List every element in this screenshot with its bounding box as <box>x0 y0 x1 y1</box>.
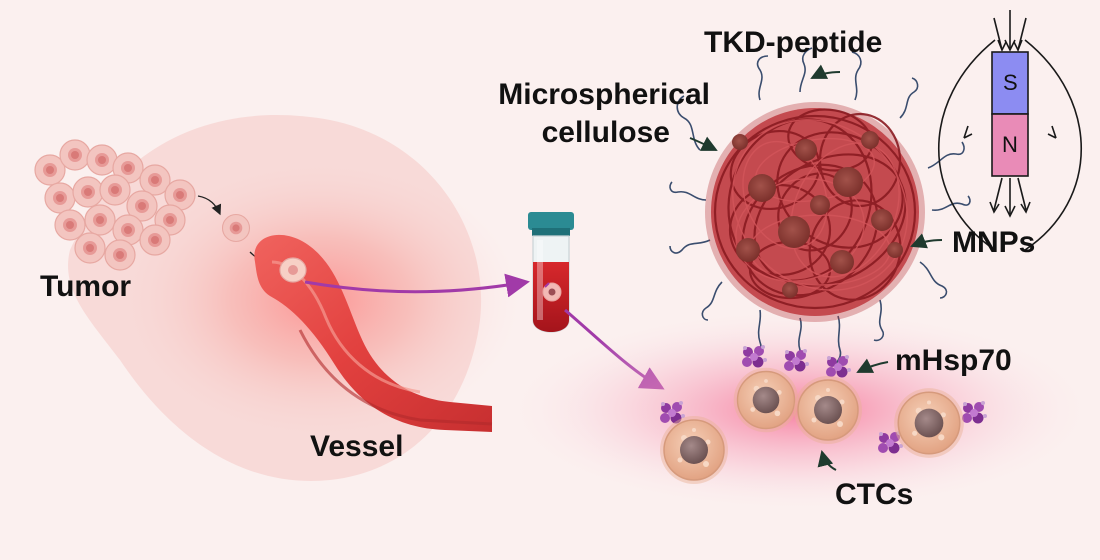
blood-sample-tube <box>528 212 574 333</box>
microspherical-cellulose-ball <box>669 47 971 365</box>
magnet <box>938 10 1082 251</box>
label-mnps: MNPs <box>952 226 1036 259</box>
label-microspherical-line1: Microspherical <box>498 78 710 111</box>
magnet-south-pole <box>991 51 1029 115</box>
label-microspherical-cellulose: Microspherical cellulose <box>420 76 710 151</box>
label-ctcs: CTCs <box>835 478 914 511</box>
magnet-south-label: S <box>1003 70 1018 95</box>
label-tkd-peptide: TKD-peptide <box>704 26 883 59</box>
label-tumor: Tumor <box>40 270 132 303</box>
arrow-vessel-to-tube <box>304 273 530 298</box>
label-microspherical-line2: cellulose <box>541 115 670 149</box>
label-mhsp70: mHsp70 <box>895 344 1012 377</box>
magnet-north-label: N <box>1002 132 1018 157</box>
mnp-particles <box>732 131 903 298</box>
label-pointers <box>689 64 943 471</box>
tkd-peptide-squiggles <box>669 47 971 342</box>
magnet-north-pole <box>991 113 1029 177</box>
label-vessel: Vessel <box>310 430 404 463</box>
